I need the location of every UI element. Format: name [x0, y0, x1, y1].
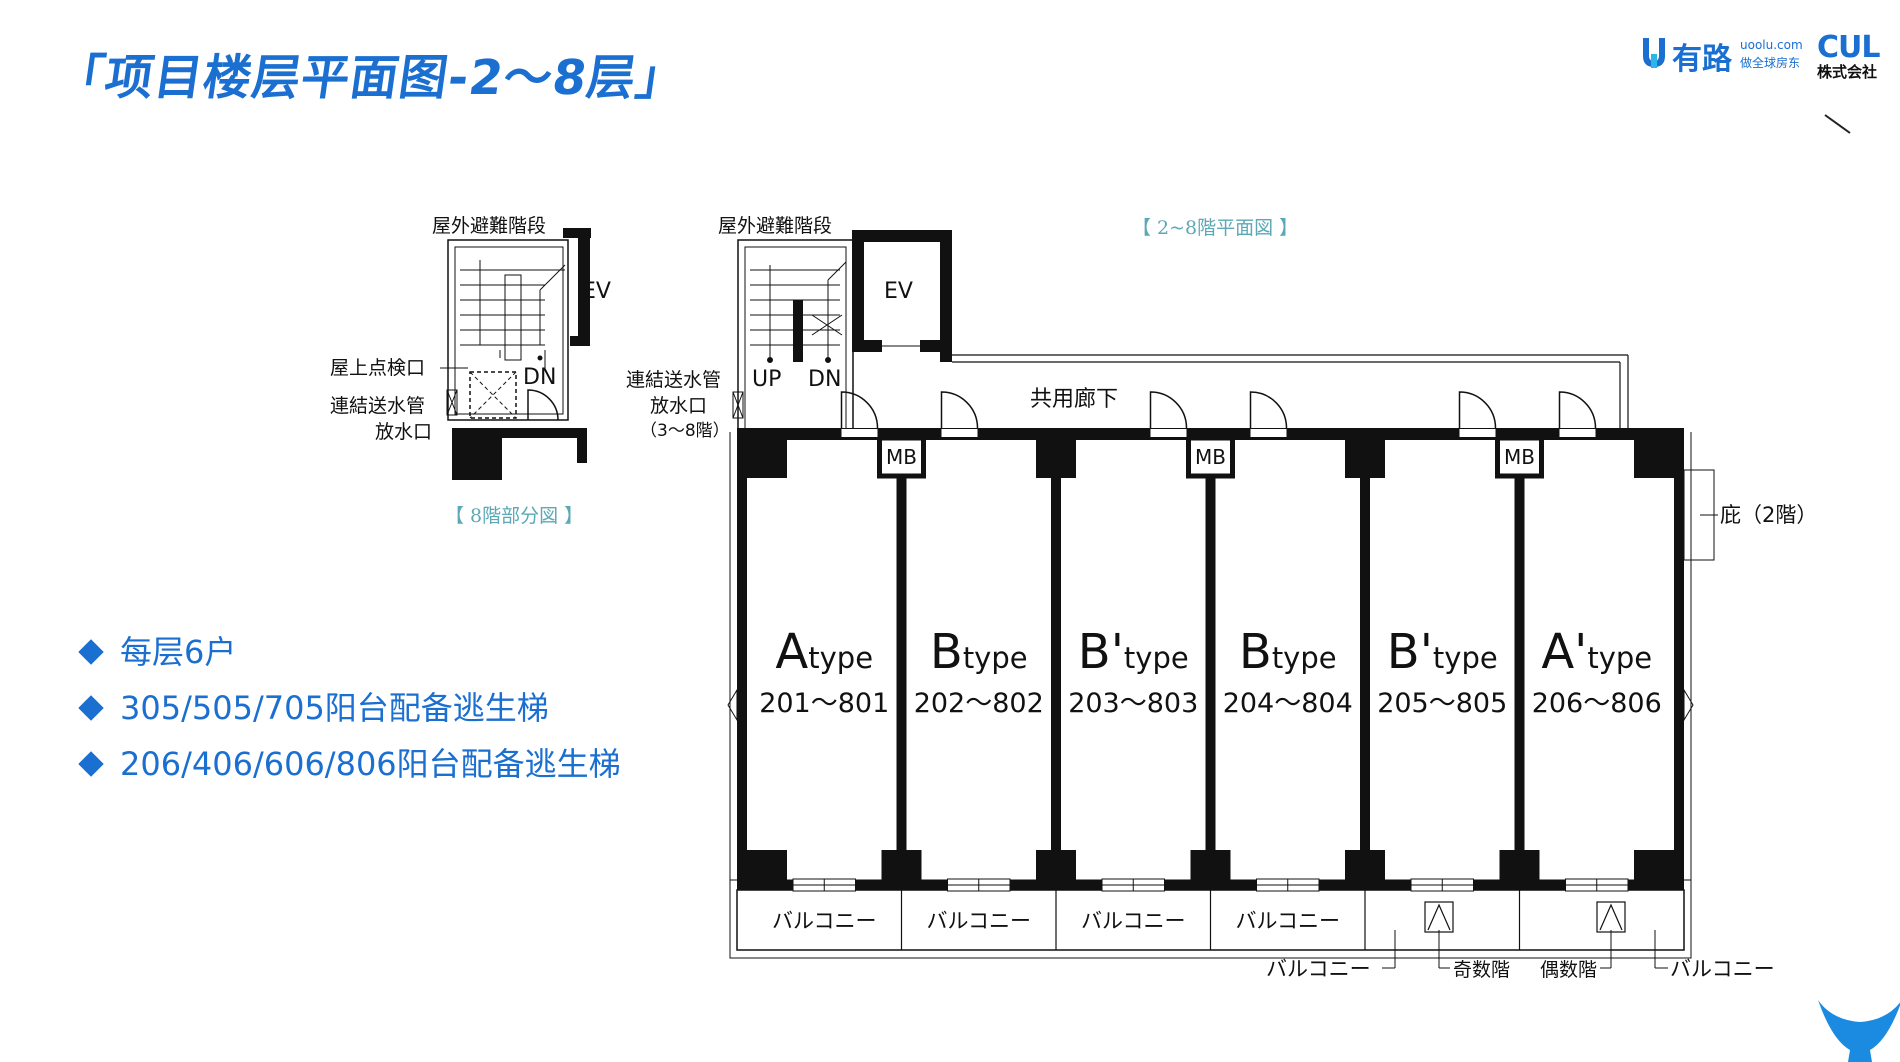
unit-room-range: 203～803: [1068, 688, 1198, 719]
units-layer: MB MB MB Atype 201～801 バルコニー Btype 202～802 バルコニー…: [747, 391, 1674, 950]
label-balcony-bottom-right: バルコニー: [1670, 957, 1775, 981]
unit-type-label: Btype: [1239, 624, 1337, 680]
feature-text: 305/505/705阳台配备逃生梯: [120, 689, 549, 727]
structural-column: [1345, 850, 1385, 882]
unit-dividing-wall: [1051, 440, 1061, 880]
label-ev-main: EV: [884, 279, 913, 304]
label-stair-partial: 屋外避難階段: [432, 215, 546, 237]
structural-column: [1634, 850, 1674, 882]
escape-ladders: [1382, 901, 1668, 969]
label-stair-main: 屋外避難階段: [718, 215, 832, 237]
uoolu-u-icon: [1643, 38, 1665, 68]
label-dn-partial: DN: [523, 365, 556, 390]
structural-column: [1190, 850, 1231, 882]
label-standpipe-main-2: 放水口: [650, 395, 707, 417]
unit-dividing-wall: [1514, 440, 1525, 880]
unit-type-label: A'type: [1541, 624, 1652, 680]
mb-label: MB: [886, 445, 917, 469]
label-standpipe-partial-1: 連結送水管: [330, 395, 425, 417]
door-swing: [1558, 391, 1597, 429]
caption-main: 【 2~8階平面図 】: [1132, 217, 1298, 239]
unit-room-range: 205～805: [1377, 688, 1507, 719]
uoolu-name: 有路: [1672, 42, 1732, 77]
door-swing: [1249, 391, 1288, 429]
label-standpipe-partial-2: 放水口: [375, 421, 432, 443]
cul-subtitle: 株式会社: [1817, 63, 1878, 81]
structural-column: [881, 850, 922, 882]
mb-box: [1186, 435, 1235, 479]
bull-logo-icon: [1818, 1000, 1900, 1062]
unit-type-label: Atype: [775, 624, 873, 680]
unit-balcony-label: バルコニー: [1235, 909, 1340, 933]
unit-dividing-wall: [1205, 440, 1216, 880]
structural-column: [747, 440, 787, 478]
label-corridor: 共用廊下: [1030, 387, 1118, 412]
unit-dividing-wall: [896, 440, 907, 880]
unit-room-range: 202～802: [914, 688, 1044, 719]
unit-balcony-label: バルコニー: [1081, 909, 1186, 933]
door-swing: [1149, 391, 1188, 429]
uoolu-slogan: 做全球房东: [1740, 56, 1801, 70]
feature-item: 305/505/705阳台配备逃生梯: [78, 686, 621, 742]
partial-plan-8f: [446, 228, 591, 480]
label-dn-main: DN: [808, 367, 841, 392]
main-plan-structure: [727, 230, 1715, 959]
structural-column: [1634, 440, 1674, 478]
mb-label: MB: [1195, 445, 1226, 469]
decorative-line: [1824, 114, 1851, 134]
structural-column: [1036, 850, 1076, 882]
unit-balcony-label: バルコニー: [926, 909, 1031, 933]
unit-dividing-wall: [1360, 440, 1370, 880]
structural-column: [1036, 440, 1076, 478]
uoolu-logo: 有路 uoolu.com 做全球房东: [1640, 34, 1815, 77]
label-odd-floor: 奇数階: [1453, 959, 1510, 981]
label-standpipe-main-3: （3～8階）: [640, 421, 730, 441]
label-even-floor: 偶数階: [1540, 959, 1597, 981]
door-swing: [1458, 391, 1497, 429]
label-balcony-bottom-left: バルコニー: [1266, 957, 1371, 981]
mb-label: MB: [1504, 445, 1535, 469]
structural-column: [1499, 850, 1540, 882]
door-swing: [840, 391, 879, 429]
door-swing: [940, 391, 979, 429]
mb-box: [877, 435, 926, 479]
structural-column: [1345, 440, 1385, 478]
structural-column: [747, 850, 787, 882]
label-roof-hatch: 屋上点検口: [330, 357, 425, 379]
unit-type-label: B'type: [1078, 624, 1189, 680]
feature-item: 每层6户: [78, 630, 621, 686]
uoolu-url: uoolu.com: [1740, 38, 1803, 52]
feature-list: 每层6户 305/505/705阳台配备逃生梯 206/406/606/806阳…: [78, 630, 621, 798]
label-canopy: 庇（2階）: [1720, 503, 1817, 527]
cul-logo: CUL 株式会社: [1817, 30, 1887, 81]
unit-room-range: 204～804: [1223, 688, 1353, 719]
feature-item: 206/406/606/806阳台配备逃生梯: [78, 742, 621, 798]
unit-room-range: 206～806: [1532, 688, 1662, 719]
cul-mark: CUL: [1817, 30, 1880, 65]
mb-box: [1495, 435, 1544, 479]
unit-room-range: 201～801: [759, 688, 889, 719]
unit-balcony-label: バルコニー: [772, 909, 877, 933]
label-ev-partial: EV: [582, 279, 611, 304]
unit-type-label: B'type: [1387, 624, 1498, 680]
caption-partial: 【 8階部分図 】: [445, 505, 583, 527]
feature-text: 206/406/606/806阳台配备逃生梯: [120, 745, 621, 783]
unit-type-label: Btype: [930, 624, 1028, 680]
feature-text: 每层6户: [120, 633, 237, 671]
label-up: UP: [752, 367, 781, 392]
label-standpipe-main-1: 連結送水管: [626, 369, 721, 391]
